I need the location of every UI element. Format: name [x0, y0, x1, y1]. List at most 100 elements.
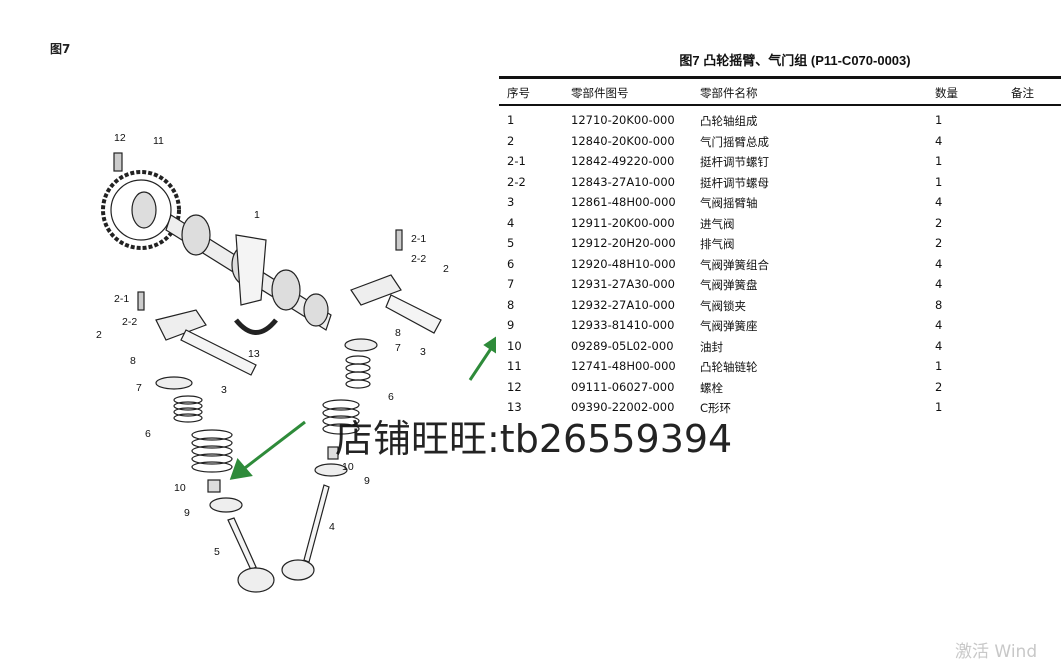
table-cell: 气阀摇臂轴 — [700, 196, 758, 210]
table-cell: 5 — [507, 236, 515, 250]
table-cell: 进气阀 — [700, 216, 735, 231]
table-cell: 1 — [507, 113, 515, 127]
parts-table: 序号 零部件图号 零部件名称 数量 备注 1 12710-20K00-000 凸轮轴… — [499, 76, 1061, 417]
table-cell: 4 — [935, 338, 943, 353]
valve-spring-left-icon — [173, 395, 233, 473]
header-cell: 零部件名称 — [700, 86, 758, 100]
exploded-diagram: 12 11 1 2-1 2-2 2 2-1 2-2 2 13 8 7 3 6 1… — [46, 75, 496, 635]
table-cell: 4 — [935, 133, 943, 148]
header-cell: 备注 — [1011, 86, 1034, 100]
table-header: 序号 零部件图号 零部件名称 数量 备注 — [499, 79, 1061, 104]
table-row: 4 12911-20K00-000 进气阀 2 — [499, 212, 1061, 233]
watermark: 店铺旺旺:tb26559394 — [335, 417, 733, 461]
table-cell: 气阀弹簧组合 — [700, 257, 769, 272]
windows-activation-text: 激活 Wind — [955, 642, 1038, 662]
callout-label: 12 — [114, 132, 126, 144]
callout-label: 10 — [342, 461, 354, 473]
callout-label: 11 — [153, 135, 164, 147]
callout-label: 7 — [395, 342, 401, 354]
callout-label: 2-2 — [411, 253, 427, 265]
table-cell: 4 — [507, 215, 515, 230]
table-cell: 6 — [507, 256, 515, 271]
table-cell: 09111-06027-000 — [571, 379, 675, 394]
table-cell: 7 — [507, 277, 515, 291]
table-cell: 4 — [935, 256, 943, 271]
parts-drawing — [101, 152, 496, 593]
table-cell: 1 — [935, 174, 943, 189]
callout-label: 2-2 — [122, 316, 138, 328]
table-cell: 油封 — [700, 339, 723, 354]
table-cell: 9 — [507, 318, 515, 332]
table-cell: 12710-20K00-000 — [571, 113, 675, 127]
table-cell: 气阀锁夹 — [700, 298, 746, 313]
table-cell: 12932-27A10-000 — [571, 297, 675, 312]
table-cell: 12741-48H00-000 — [571, 359, 676, 373]
table-cell: 13 — [507, 400, 522, 414]
annotation-arrow — [240, 420, 306, 473]
table-cell: 12842-49220-000 — [571, 154, 675, 168]
intake-valve-icon — [281, 484, 330, 581]
rocker-shaft-left-icon — [180, 329, 257, 376]
callout-label: 9 — [364, 475, 370, 487]
table-cell: 12 — [507, 379, 522, 394]
callout-label: 3 — [420, 346, 426, 358]
sprocket-icon — [101, 170, 181, 250]
figure-label: 图7 — [50, 42, 71, 56]
annotation-arrow — [468, 346, 494, 381]
table-cell: 2 — [935, 215, 943, 230]
header-rule — [499, 104, 1061, 106]
callout-label: 6 — [145, 428, 151, 440]
table-row: 6 12920-48H10-000 气阀弹簧组合 4 — [499, 253, 1061, 274]
callout-label: 2-1 — [411, 233, 427, 245]
table-cell: 12840-20K00-000 — [571, 133, 675, 148]
table-top-rule — [499, 76, 1061, 79]
table-cell: 12912-20H20-000 — [571, 236, 676, 250]
table-cell: 12861-48H00-000 — [571, 195, 676, 209]
table-cell: 09289-05L02-000 — [571, 338, 674, 353]
table-cell: 气阀弹簧座 — [700, 319, 758, 333]
callout-label: 2-1 — [114, 293, 130, 305]
callout-label: 1 — [254, 209, 260, 221]
table-cell: 12911-20K00-000 — [571, 215, 675, 230]
rocker-shaft-right-icon — [385, 294, 442, 334]
table-row: 1 12710-20K00-000 凸轮轴组成 1 — [499, 109, 1061, 130]
table-cell: 11 — [507, 359, 522, 373]
exhaust-valve-icon — [227, 517, 275, 593]
callout-label: 13 — [248, 348, 260, 360]
table-cell: 1 — [935, 359, 943, 373]
callout-label: 2 — [96, 329, 102, 341]
callout-label: 8 — [130, 355, 136, 367]
table-cell: 凸轮轴链轮 — [700, 360, 758, 374]
table-cell: 12843-27A10-000 — [571, 174, 675, 189]
table-cell: 2 — [935, 236, 943, 250]
callout-label: 4 — [329, 521, 335, 533]
table-cell: 12920-48H10-000 — [571, 256, 676, 271]
table-cell: 1 — [935, 113, 943, 127]
table-cell: 12931-27A30-000 — [571, 277, 675, 291]
table-cell: 气阀弹簧盘 — [700, 278, 758, 292]
table-cell: 2 — [935, 379, 943, 394]
table-cell: 排气阀 — [700, 237, 735, 251]
callout-label: 8 — [395, 327, 401, 339]
header-cell: 数量 — [935, 86, 958, 100]
callout-label: 6 — [388, 391, 394, 403]
page-title: 图7 凸轮摇臂、气门组 (P11-C070-0003) — [679, 53, 911, 68]
table-cell: 8 — [507, 297, 515, 312]
table-cell: 1 — [935, 400, 943, 414]
table-cell: 挺杆调节螺母 — [700, 175, 769, 190]
rocker-arm-right-icon — [350, 274, 402, 306]
header-cell: 零部件图号 — [571, 86, 629, 100]
table-cell: 2-1 — [507, 154, 526, 168]
table-cell: 凸轮轴组成 — [700, 114, 758, 128]
